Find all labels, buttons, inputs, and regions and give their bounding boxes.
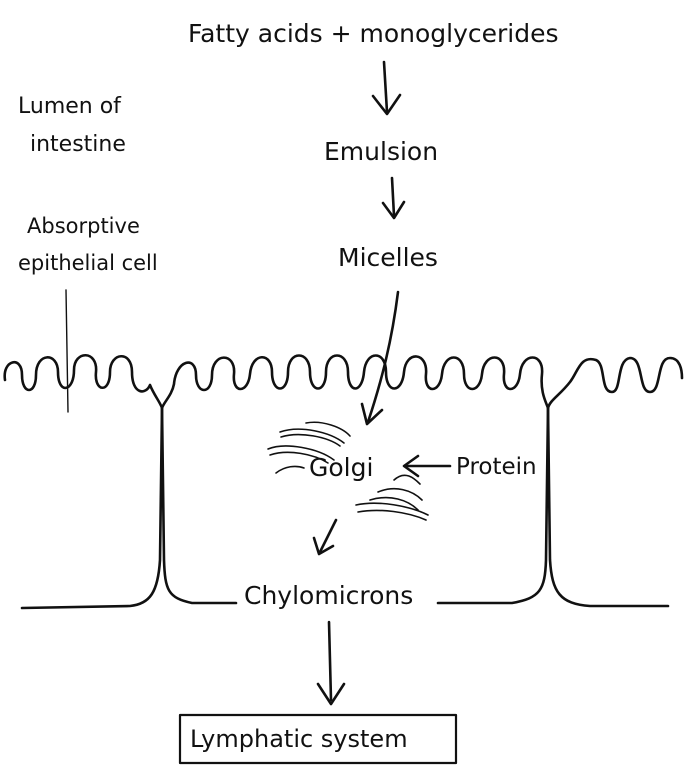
lymphatic-label: Lymphatic system [190, 725, 408, 753]
microvilli-border [3, 354, 684, 410]
absorptive-pointer-line [65, 289, 69, 413]
arrow-to-emulsion [371, 60, 402, 116]
protein-label: Protein [456, 454, 537, 480]
lumen-label-line1: Lumen of [18, 94, 122, 119]
cell-wall-left [160, 406, 238, 605]
absorptive-label-line2: epithelial cell [18, 251, 158, 275]
lumen-label-line2: intestine [30, 132, 126, 157]
absorptive-label-line1: Absorptive [27, 214, 140, 238]
arrow-golgi-to-chylomicrons [312, 518, 338, 556]
arrow-to-lymphatic [316, 620, 346, 706]
golgi-stack [267, 421, 429, 521]
cell-base-left [20, 406, 164, 610]
golgi-label: Golgi [309, 453, 373, 482]
arrow-micelles-to-golgi [360, 290, 400, 426]
emulsion-label: Emulsion [324, 137, 438, 166]
arrow-protein-to-golgi [402, 454, 452, 478]
cell-wall-right [436, 406, 550, 605]
chylomicrons-label: Chylomicrons [244, 581, 413, 610]
fatty-acids-label: Fatty acids + monoglycerides [188, 19, 559, 48]
micelles-label: Micelles [338, 243, 438, 272]
cell-base-right [546, 406, 670, 608]
lymphatic-box [178, 713, 458, 765]
arrow-to-micelles [381, 176, 406, 220]
